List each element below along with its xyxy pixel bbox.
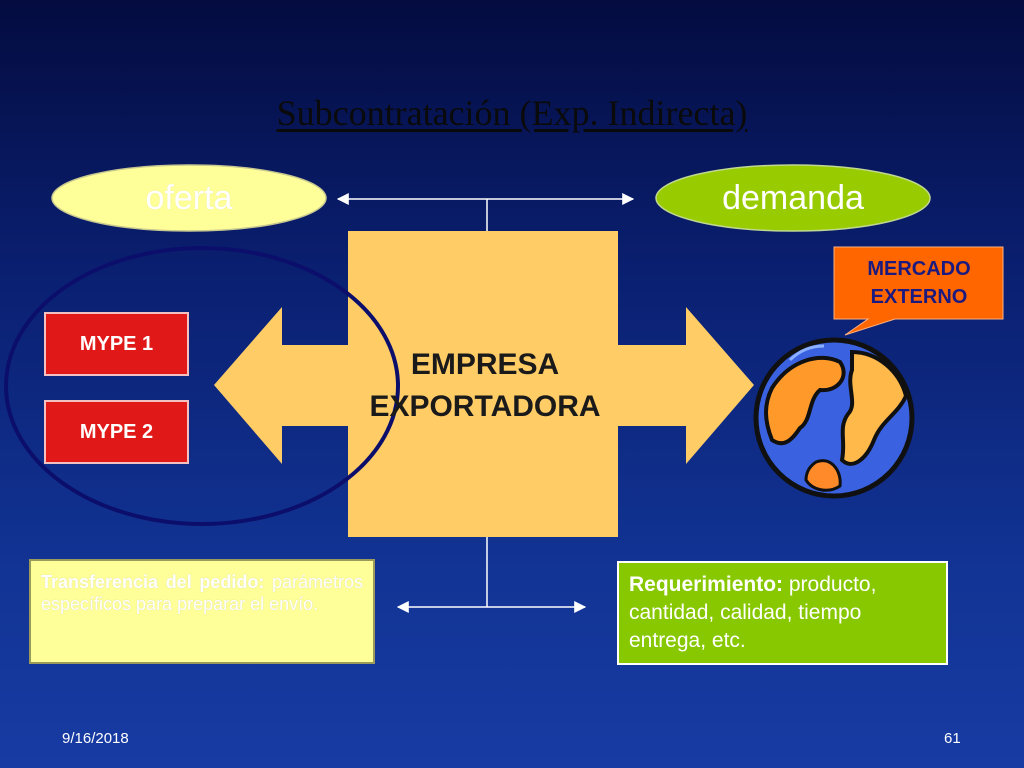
mype-group-circle [4,246,400,526]
left-big-arrow [214,307,348,464]
mype-2-box: MYPE 2 [44,400,189,464]
empresa-box [348,231,618,537]
footer-date: 9/16/2018 [62,730,129,747]
requerimiento-text: producto, cantidad, calidad, tiempo entr… [629,573,877,652]
oferta-label: oferta [145,178,233,217]
transferencia-lead: Transferencia del pedido: [41,572,265,592]
mercado-line-1: MERCADO [867,258,971,280]
oferta-oval [51,164,327,232]
requerimiento-lead: Requerimiento: [629,573,784,596]
transferencia-note: Transferencia del pedido: parámetros esp… [29,559,375,664]
globe-icon [753,337,915,499]
requerimiento-note: Requerimiento: producto, cantidad, calid… [617,561,948,665]
mercado-externo-label: MERCADO EXTERNO [834,247,1004,319]
demanda-label: demanda [722,178,864,217]
page-title: Subcontratación (Exp. Indirecta) [276,93,748,133]
mercado-callout [833,246,1004,336]
empresa-line-2: EXPORTADORA [369,390,601,423]
empresa-line-1: EMPRESA [410,348,560,381]
mercado-line-2: EXTERNO [870,286,968,308]
transferencia-text: parámetros específicos para preparar el … [41,572,363,614]
right-big-arrow [618,307,754,464]
mype-1-box: MYPE 1 [44,312,189,376]
empresa-exportadora-label: EMPRESA EXPORTADORA [340,344,630,428]
footer-page-number: 61 [944,730,961,747]
demanda-oval [655,164,931,232]
